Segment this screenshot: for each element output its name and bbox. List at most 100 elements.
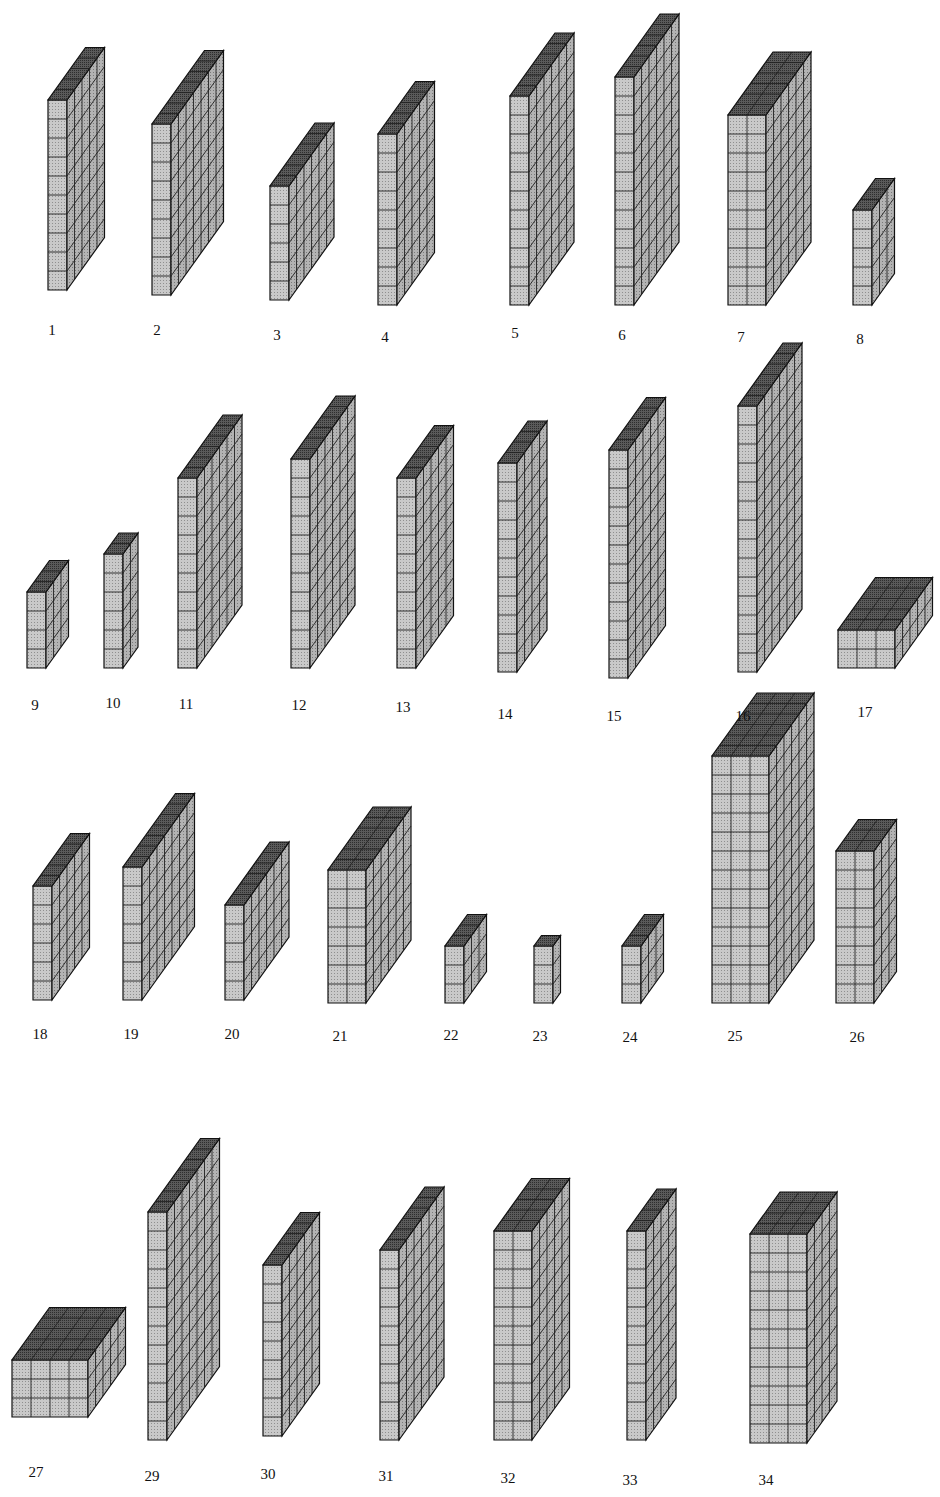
cube-block: [27, 561, 69, 669]
grid-line: [110, 1329, 111, 1386]
grid-line: [82, 844, 83, 958]
grid-line: [380, 1269, 399, 1270]
grid-line: [917, 599, 918, 637]
grid-line: [412, 457, 431, 458]
grid-line: [712, 870, 769, 871]
grid-line: [397, 234, 435, 287]
grid-line: [768, 364, 787, 365]
grid-line: [615, 134, 634, 135]
cube-block: [627, 1189, 676, 1440]
grid-line: [624, 429, 643, 430]
front-face: [152, 124, 171, 295]
grid-line: [48, 176, 67, 177]
grid-line: [48, 138, 67, 139]
grid-line: [172, 825, 173, 958]
grid-line: [225, 924, 244, 925]
grid-line: [33, 924, 52, 925]
grid-line: [201, 82, 202, 253]
grid-line: [609, 640, 628, 641]
grid-line: [227, 436, 228, 626]
grid-line: [498, 539, 517, 540]
grid-line: [615, 96, 634, 97]
grid-line: [152, 162, 171, 163]
grid-line: [738, 520, 757, 521]
grid-line: [161, 814, 180, 815]
grid-line: [712, 927, 769, 928]
grid-line: [306, 438, 325, 439]
grid-line: [521, 431, 540, 432]
grid-line: [788, 84, 789, 274]
grid-line: [46, 618, 69, 650]
grid-line: [263, 852, 282, 853]
cube-block: [270, 123, 334, 300]
cube-block: [534, 936, 561, 1004]
cube-block: [510, 33, 574, 305]
grid-line: [510, 267, 529, 268]
grid-line: [397, 497, 416, 498]
grid-line: [494, 1288, 532, 1289]
grid-line: [118, 1318, 119, 1375]
grid-line: [460, 925, 479, 926]
cube-block: [712, 693, 814, 1003]
grid-line: [750, 1329, 807, 1330]
grid-line: [286, 1233, 305, 1234]
grid-line: [396, 828, 397, 961]
callout-number: 15: [607, 709, 622, 724]
grid-line: [421, 1219, 422, 1409]
grid-line: [510, 115, 529, 116]
grid-line: [193, 1149, 212, 1150]
grid-line: [632, 418, 651, 419]
grid-line: [263, 1398, 282, 1399]
callout-number: 25: [728, 1029, 743, 1044]
grid-line: [263, 1417, 282, 1418]
front-face: [291, 459, 310, 668]
side-face: [123, 533, 138, 668]
front-face: [225, 905, 244, 1000]
grid-line: [148, 1421, 167, 1422]
grid-line: [510, 172, 529, 173]
cube-block: [152, 51, 224, 296]
grid-line: [738, 634, 757, 635]
grid-line: [197, 1170, 198, 1398]
callout-number: 27: [29, 1465, 44, 1480]
grid-line: [104, 592, 123, 593]
side-face: [553, 936, 561, 1004]
grid-line: [328, 984, 366, 985]
grid-line: [403, 818, 404, 951]
cube-block: [853, 179, 895, 306]
grid-line: [609, 659, 628, 660]
front-face: [270, 186, 289, 300]
front-face: [615, 77, 634, 305]
grid-line: [498, 634, 517, 635]
callout-number: 16: [736, 709, 751, 724]
grid-line: [615, 248, 634, 249]
grid-line: [397, 554, 416, 555]
grid-line: [388, 839, 389, 972]
grid-line: [853, 267, 872, 268]
cube-block: [498, 421, 547, 672]
top-face: [291, 396, 355, 459]
grid-line: [498, 653, 517, 654]
grid-line: [784, 735, 785, 982]
grid-line: [661, 1210, 662, 1419]
grid-line: [438, 447, 439, 637]
grid-line: [397, 649, 416, 650]
front-face: [622, 946, 641, 1003]
callout-number: 10: [106, 696, 121, 711]
grid-line: [380, 1307, 399, 1308]
grid-line: [27, 611, 46, 612]
grid-line: [82, 79, 83, 269]
callout-number: 22: [444, 1028, 459, 1043]
top-face: [738, 343, 802, 406]
grid-line: [178, 649, 197, 650]
grid-line: [48, 195, 67, 196]
grid-line: [212, 457, 213, 647]
grid-line: [445, 965, 464, 966]
grid-line: [175, 92, 194, 93]
grid-line: [138, 846, 157, 847]
grid-line: [225, 943, 244, 944]
grid-line: [397, 573, 416, 574]
front-face: [627, 1231, 646, 1440]
grid-line: [609, 469, 628, 470]
cube-block: [378, 82, 435, 306]
